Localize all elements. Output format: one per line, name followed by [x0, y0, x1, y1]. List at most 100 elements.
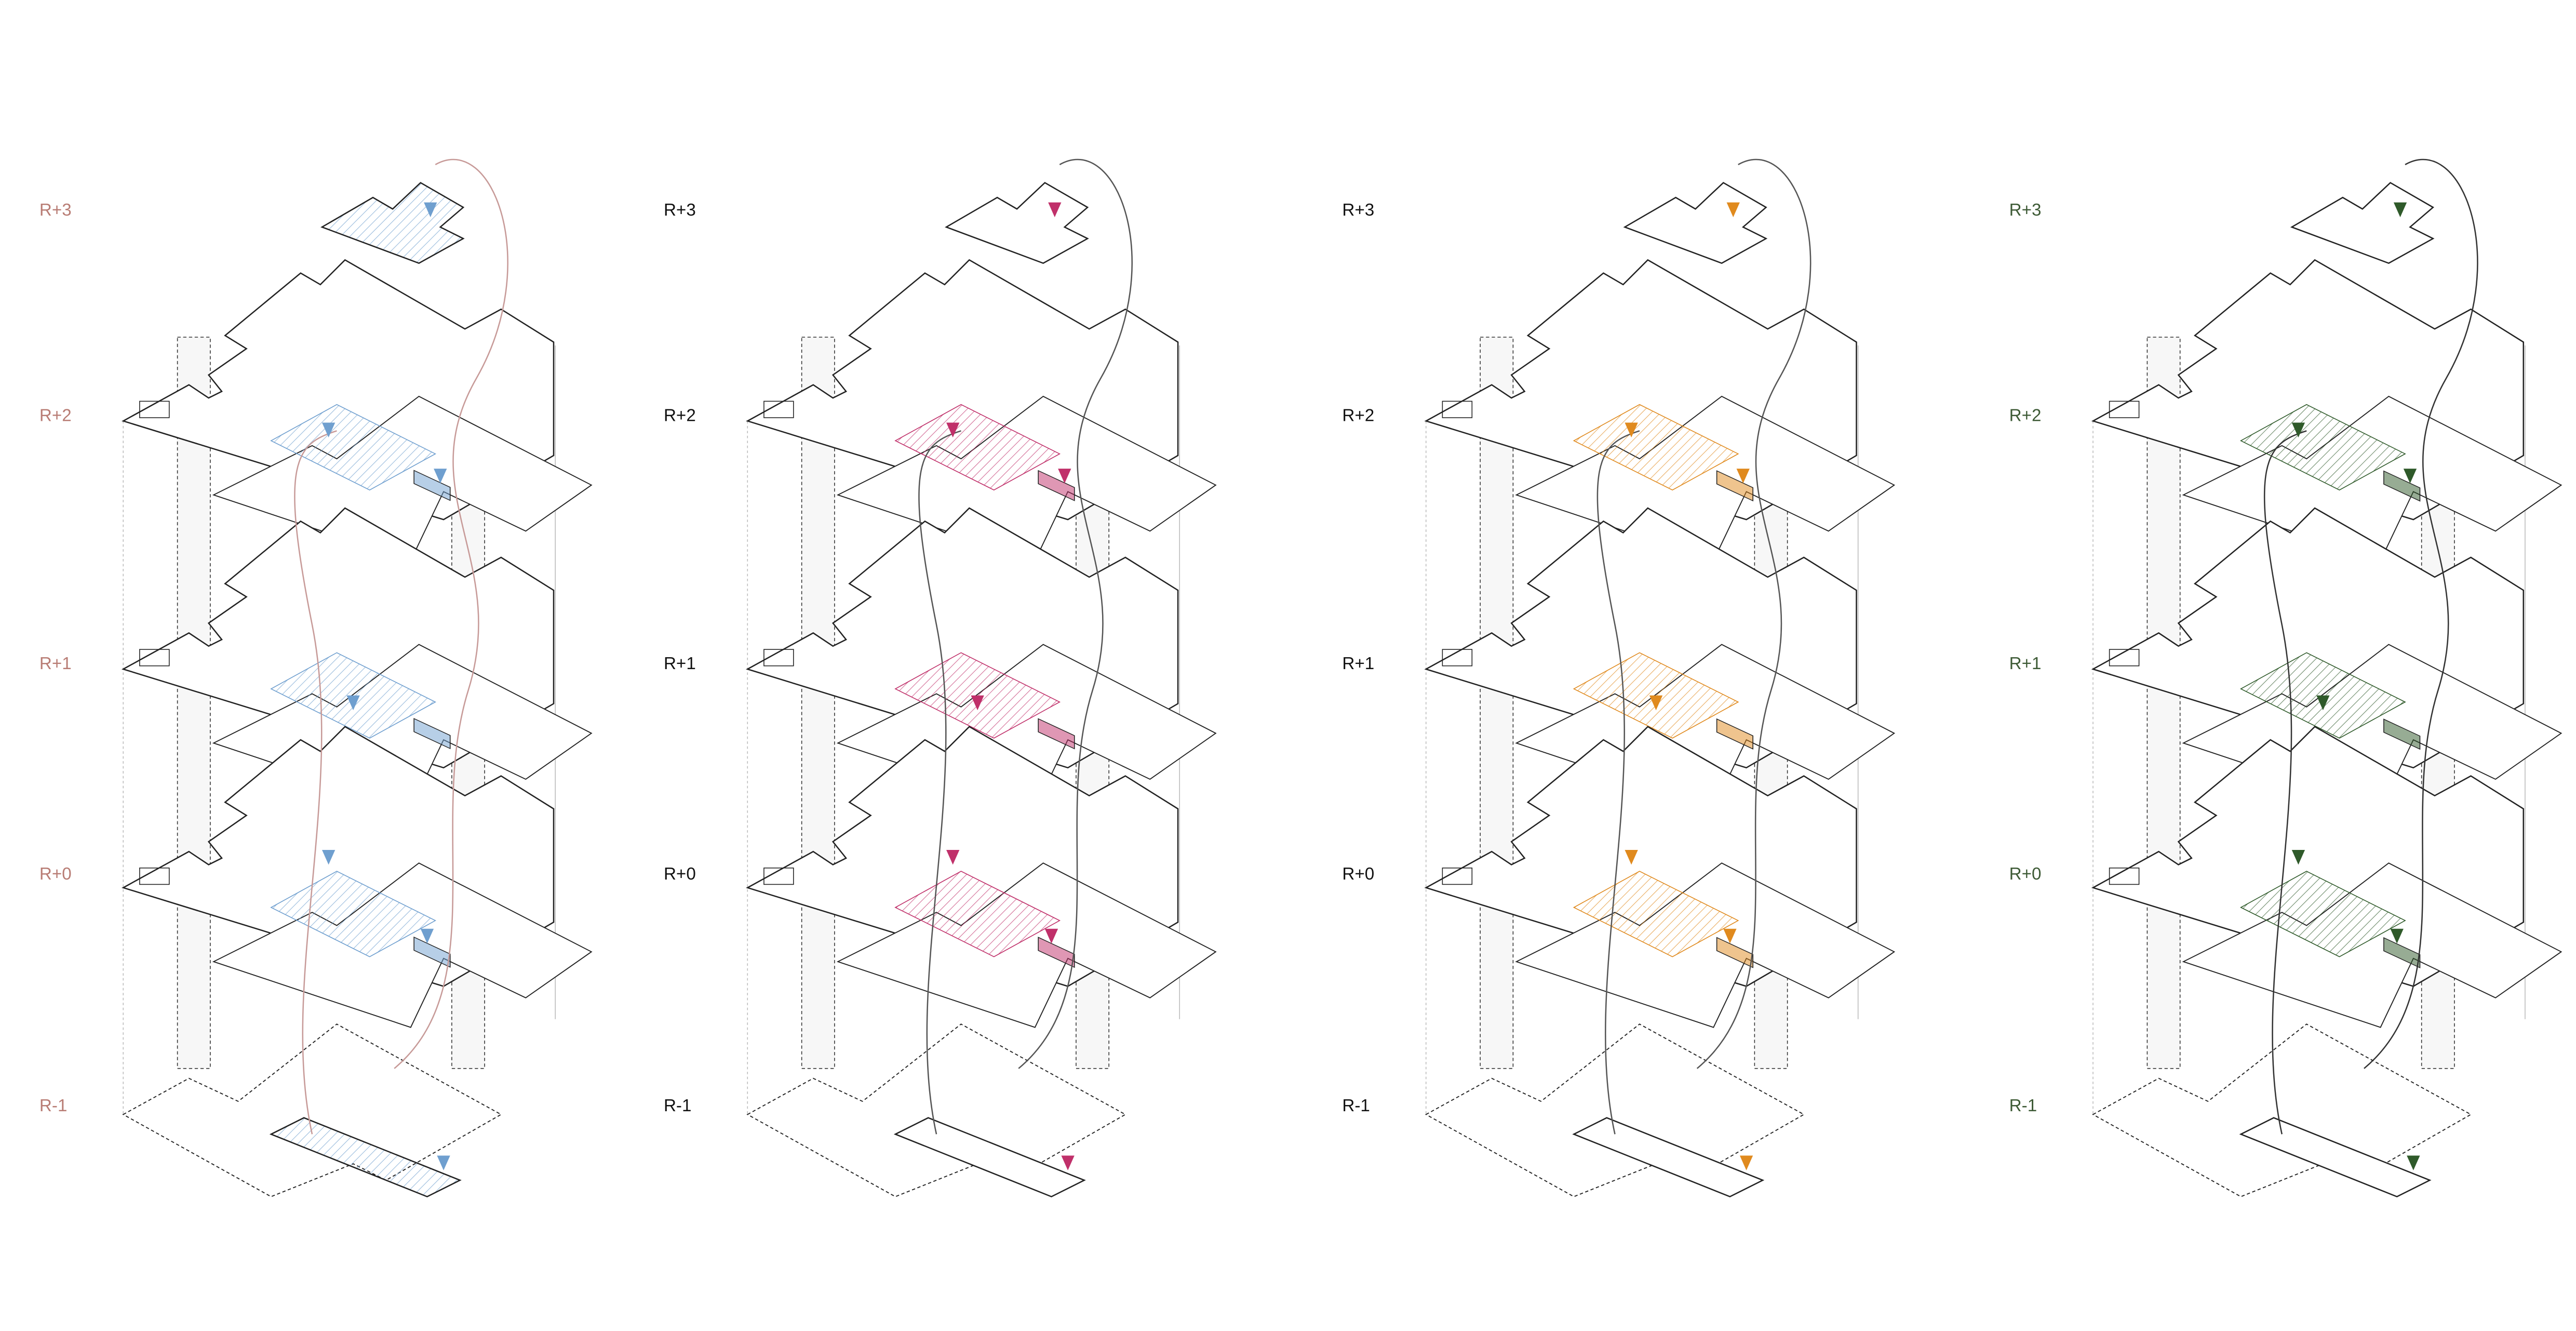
stair-icon [1442, 649, 1473, 667]
circulation-path [294, 430, 337, 1135]
level-label-Rplus0: R+0 [1342, 864, 1374, 884]
stair-icon [1038, 718, 1075, 750]
flow-arrow-icon [1058, 469, 1071, 484]
circulation-path [918, 430, 961, 1135]
roof-plate [945, 182, 1089, 264]
highlighted-zone [1573, 404, 1739, 491]
stair-icon [1716, 937, 1753, 968]
orange-circulation-diagram: R+3R+2R+1R+0R-1 [1342, 158, 1896, 1197]
flow-arrow-icon [322, 849, 336, 865]
flow-arrow-icon [434, 469, 447, 484]
flow-arrow-icon [2407, 1155, 2420, 1170]
flow-arrow-icon [1044, 928, 1058, 944]
flow-arrow-icon [420, 928, 434, 944]
basement-annex-plate [269, 1117, 462, 1197]
level-label-Rplus2: R+2 [39, 406, 72, 425]
level-label-Rplus1: R+1 [664, 654, 696, 673]
flow-arrow-icon [2403, 469, 2417, 484]
basement-annex-plate [893, 1117, 1086, 1197]
level-label-Rplus0: R+0 [39, 864, 72, 884]
level-label-Rplus1: R+1 [2009, 654, 2042, 673]
roof-plate [1623, 182, 1768, 264]
stair-icon [1038, 470, 1075, 501]
stair-icon [1716, 718, 1753, 750]
level-label-Rplus3: R+3 [664, 201, 696, 220]
stair-icon [1716, 470, 1753, 502]
stair-icon [2383, 718, 2421, 750]
level-label-Rminus1: R-1 [1342, 1096, 1370, 1115]
structural-core [1480, 337, 1514, 1069]
flow-arrow-icon [1048, 202, 1062, 218]
floor-plate-R-1 [1425, 1023, 1805, 1197]
flow-arrow-icon [1726, 202, 1740, 218]
flow-arrow-icon [1625, 849, 1638, 865]
level-label-Rplus1: R+1 [1342, 654, 1374, 673]
level-label-Rplus2: R+2 [664, 406, 696, 425]
circulation-path [2364, 158, 2478, 1069]
circulation-path [1696, 158, 1812, 1069]
flow-arrow-icon [1723, 928, 1737, 944]
level-label-Rminus1: R-1 [2009, 1096, 2037, 1115]
flow-arrow-icon [346, 695, 360, 711]
structural-core [801, 337, 835, 1069]
green-circulation-diagram: R+3R+2R+1R+0R-1 [2009, 158, 2562, 1197]
stair-icon [763, 401, 794, 418]
circulation-path [1018, 158, 1133, 1069]
stair-icon [139, 649, 170, 667]
level-label-Rplus1: R+1 [39, 654, 72, 673]
level-label-Rminus1: R-1 [39, 1096, 68, 1115]
stair-icon [413, 717, 451, 750]
level-label-Rplus2: R+2 [1342, 406, 1374, 425]
stair-icon [1442, 867, 1473, 885]
stair-icon [2109, 649, 2140, 667]
flow-arrow-icon [1739, 1155, 1753, 1170]
stair-icon [763, 867, 794, 885]
stair-icon [763, 649, 794, 667]
level-label-Rplus0: R+0 [2009, 864, 2042, 884]
level-label-Rplus2: R+2 [2009, 406, 2042, 425]
flow-arrow-icon [2291, 849, 2305, 865]
roof-plate [320, 182, 465, 264]
stair-icon [2383, 937, 2421, 968]
level-label-Rplus3: R+3 [1342, 201, 1374, 220]
flow-arrow-icon [1649, 695, 1663, 711]
roof-plate [2290, 182, 2435, 264]
highlighted-zone [2239, 404, 2406, 491]
stair-icon [139, 401, 170, 418]
circulation-path [394, 158, 508, 1069]
highlighted-zone [270, 404, 436, 491]
level-label-Rminus1: R-1 [664, 1096, 692, 1115]
flow-arrow-icon [424, 202, 437, 218]
level-label-Rplus0: R+0 [664, 864, 696, 884]
circulation-path [2263, 430, 2307, 1135]
highlighted-zone [894, 404, 1061, 491]
flow-arrow-icon [971, 695, 984, 711]
flow-arrow-icon [1625, 422, 1638, 437]
stair-icon [1038, 937, 1075, 968]
flow-arrow-icon [946, 422, 960, 437]
stair-icon [2109, 401, 2140, 418]
stair-icon [2109, 867, 2140, 885]
floor-plate-R-1 [746, 1023, 1126, 1197]
flow-arrow-icon [437, 1155, 450, 1170]
structural-core [177, 337, 211, 1069]
flow-arrow-icon [1736, 469, 1750, 484]
blue-circulation-diagram: R+3R+2R+1R+0R-1 [39, 158, 593, 1197]
stair-icon [2383, 470, 2421, 502]
floor-plate-R-1 [122, 1023, 502, 1197]
pink-circulation-diagram: R+3R+2R+1R+0R-1 [664, 158, 1217, 1197]
flow-arrow-icon [2393, 202, 2407, 218]
floor-plate-R-1 [2092, 1023, 2472, 1197]
flow-arrow-icon [322, 422, 336, 437]
stair-icon [1442, 401, 1473, 418]
stair-icon [413, 936, 451, 968]
basement-annex-plate [1572, 1117, 1765, 1197]
flow-arrow-icon [2316, 695, 2330, 711]
flow-arrow-icon [946, 849, 960, 865]
flow-arrow-icon [2291, 422, 2305, 437]
stair-icon [413, 470, 451, 501]
level-label-Rplus3: R+3 [2009, 201, 2042, 220]
flow-arrow-icon [1061, 1155, 1075, 1170]
